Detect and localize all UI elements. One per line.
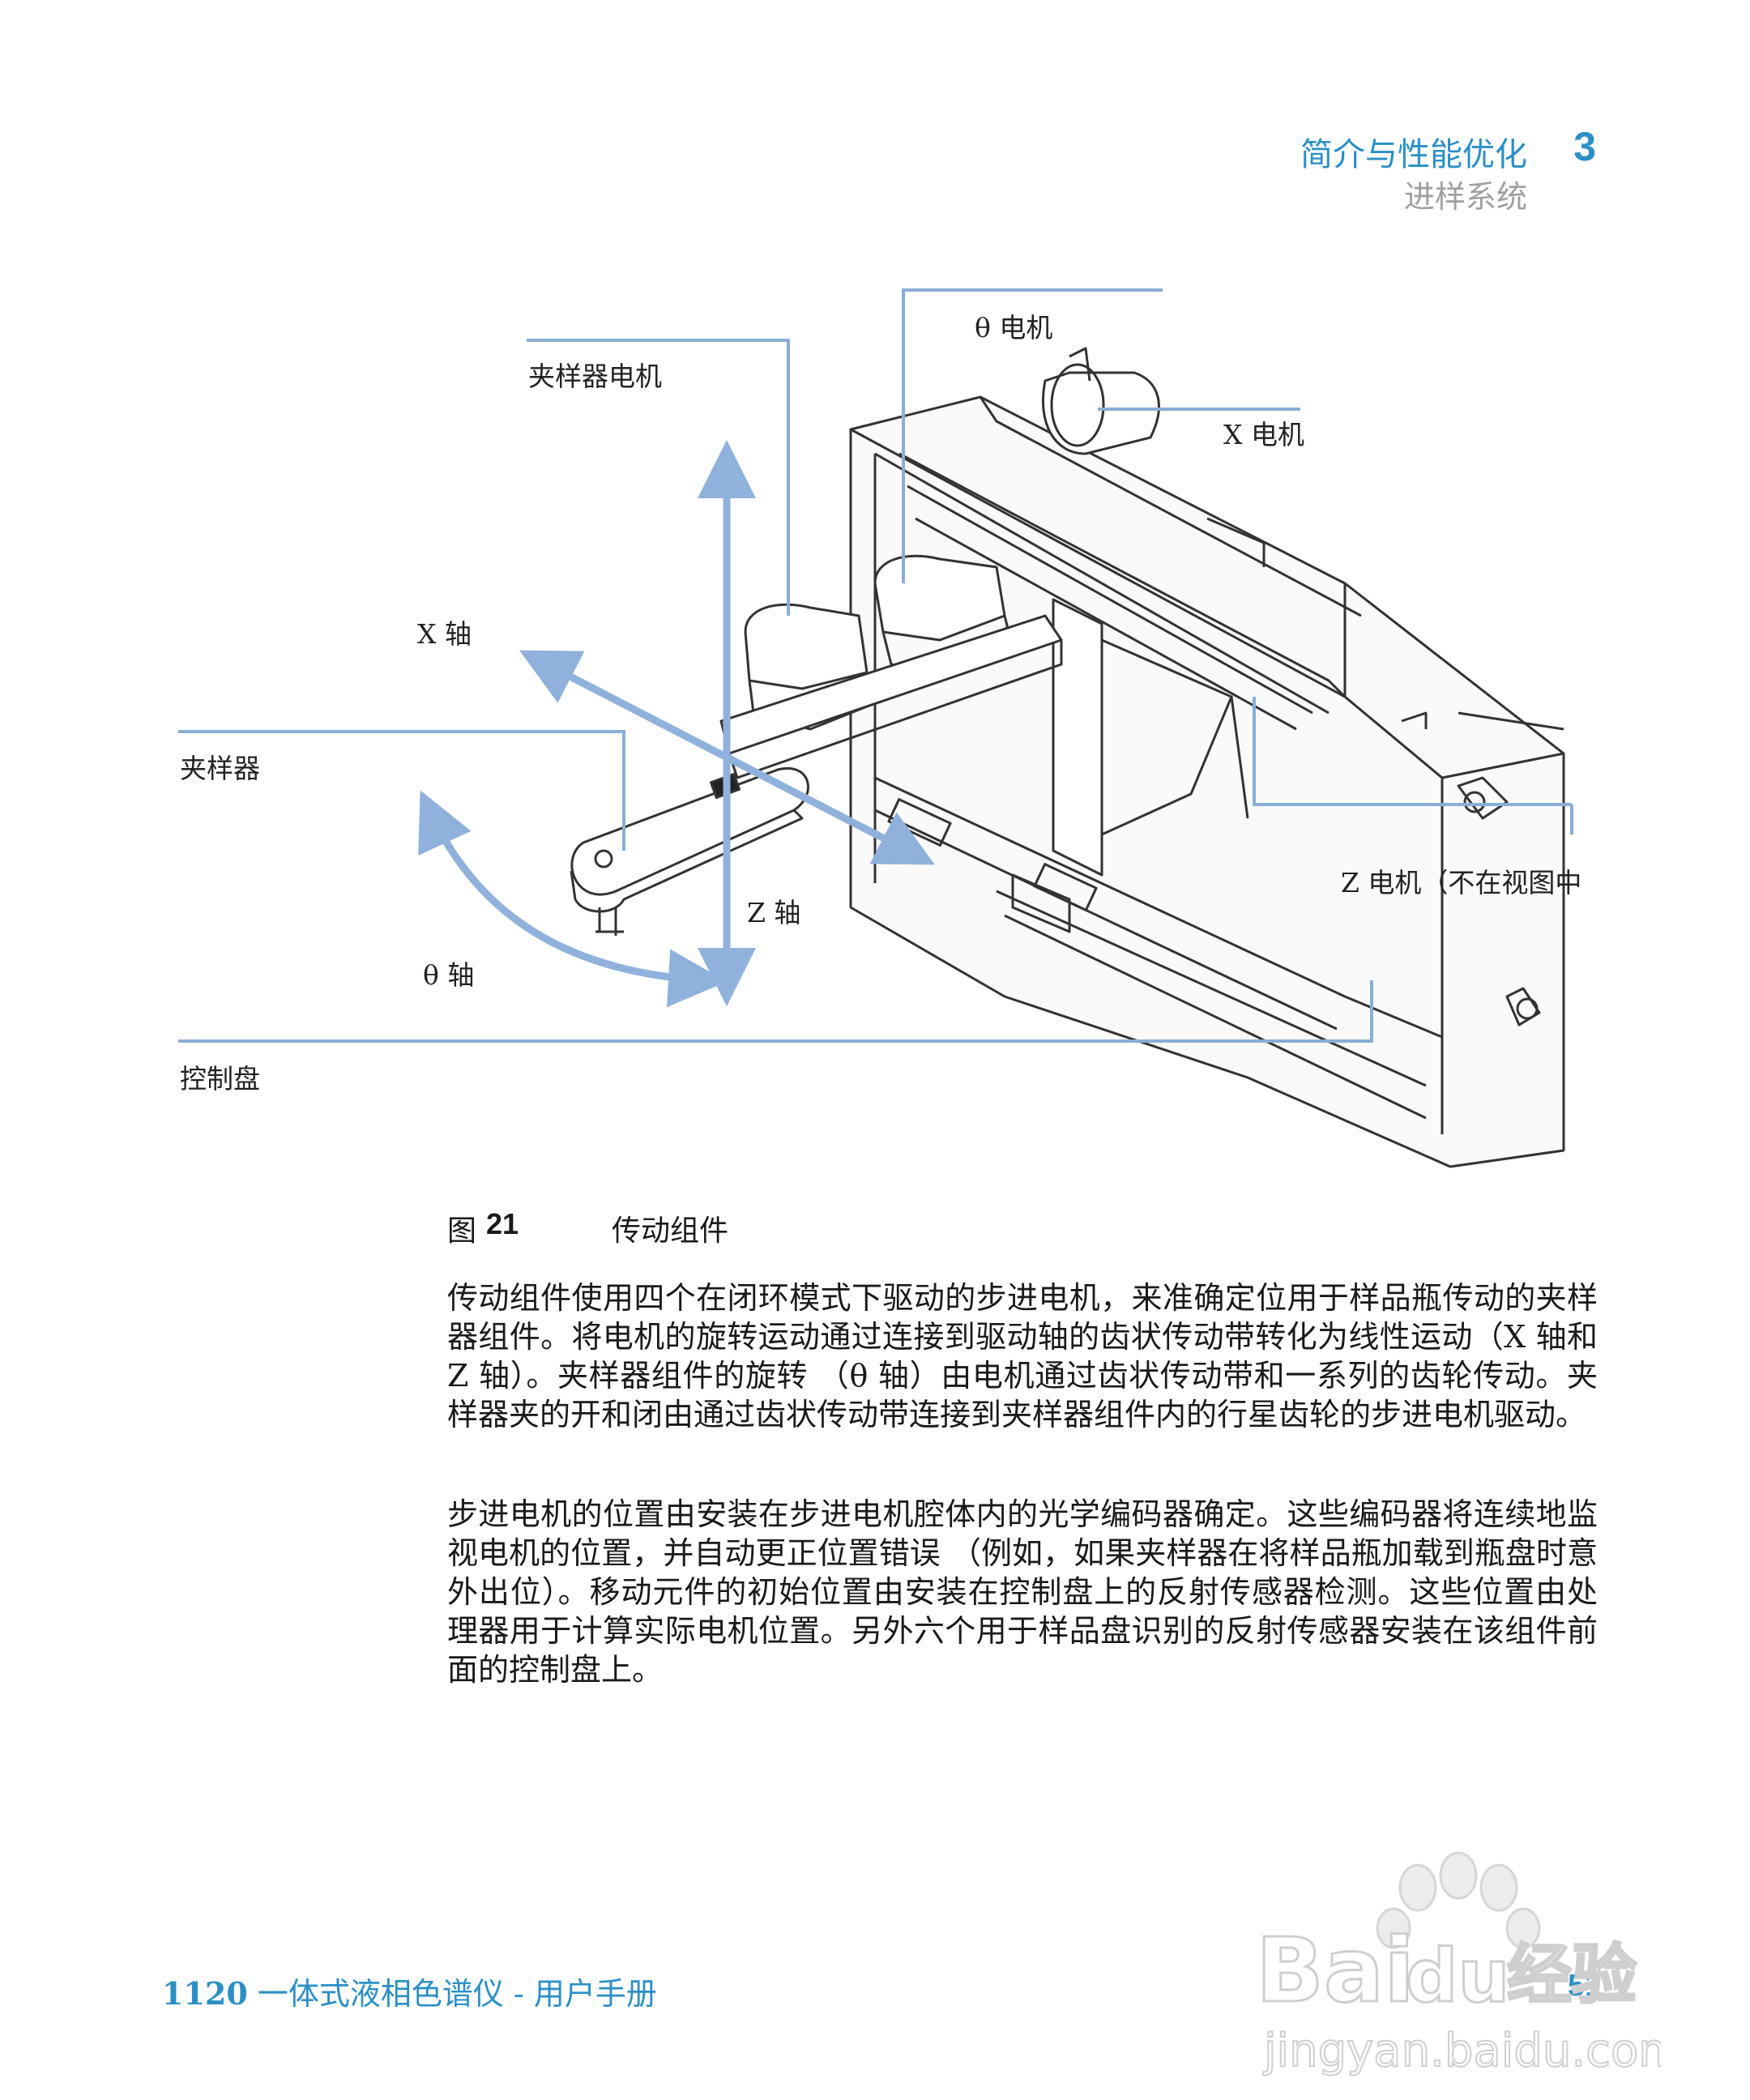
callout-lines — [178, 288, 1573, 1043]
figure-caption-text: 传动组件 — [612, 1214, 729, 1248]
header-chapter-number: 3 — [1573, 124, 1596, 169]
callout-z-axis: Z 轴 — [747, 897, 801, 928]
watermark-url: jingyan.baidu.com — [1262, 2025, 1661, 2077]
mechanism-drawing — [570, 347, 1565, 1168]
footer-doc-name: 一体式液相色谱仪 - 用户手册 — [247, 1976, 657, 2012]
footer-page-number: 51 — [1568, 1969, 1603, 2003]
header-section-title: 简介与性能优化 — [1300, 136, 1527, 173]
figure-caption-label: 图 — [447, 1214, 477, 1248]
baidu-watermark: Bai du 经验 jingyan.baidu.com — [1255, 1851, 1661, 2078]
figure-caption-number: 21 — [486, 1207, 519, 1240]
footer-doc-number: 1120 — [162, 1975, 248, 2012]
callout-control-panel: 控制盘 — [180, 1063, 260, 1095]
body-paragraph-1: 传动组件使用四个在闭环模式下驱动的步进电机，来准确定位用于样品瓶传动的夹样器组件… — [447, 1280, 1598, 1432]
drive-assembly-figure — [178, 288, 1573, 1168]
callout-x-axis: X 轴 — [417, 618, 472, 650]
watermark-brand-left: Bai — [1256, 1919, 1415, 2022]
footer-document-title: 1120 一体式液相色谱仪 - 用户手册 — [162, 1969, 657, 2013]
callout-x-motor: X 电机 — [1223, 419, 1304, 450]
callout-gripper: 夹样器 — [180, 753, 260, 784]
watermark-brand-cn: 经验 — [1507, 1937, 1637, 2012]
header-subsection: 进样系统 — [1403, 179, 1527, 215]
motion-arrows — [418, 440, 935, 1008]
callout-theta-axis: θ 轴 — [423, 959, 475, 991]
body-paragraph-2: 步进电机的位置由安装在步进电机腔体内的光学编码器确定。这些编码器将连续地监视电机… — [447, 1496, 1598, 1688]
callout-gripper-motor: 夹样器电机 — [528, 361, 662, 392]
paw-logo-icon — [1376, 1851, 1541, 1949]
callout-z-motor: Z 电机（不在视图中 — [1341, 867, 1582, 898]
watermark-brand-du: du — [1406, 1934, 1510, 2019]
callout-theta-motor: θ 电机 — [975, 312, 1053, 344]
